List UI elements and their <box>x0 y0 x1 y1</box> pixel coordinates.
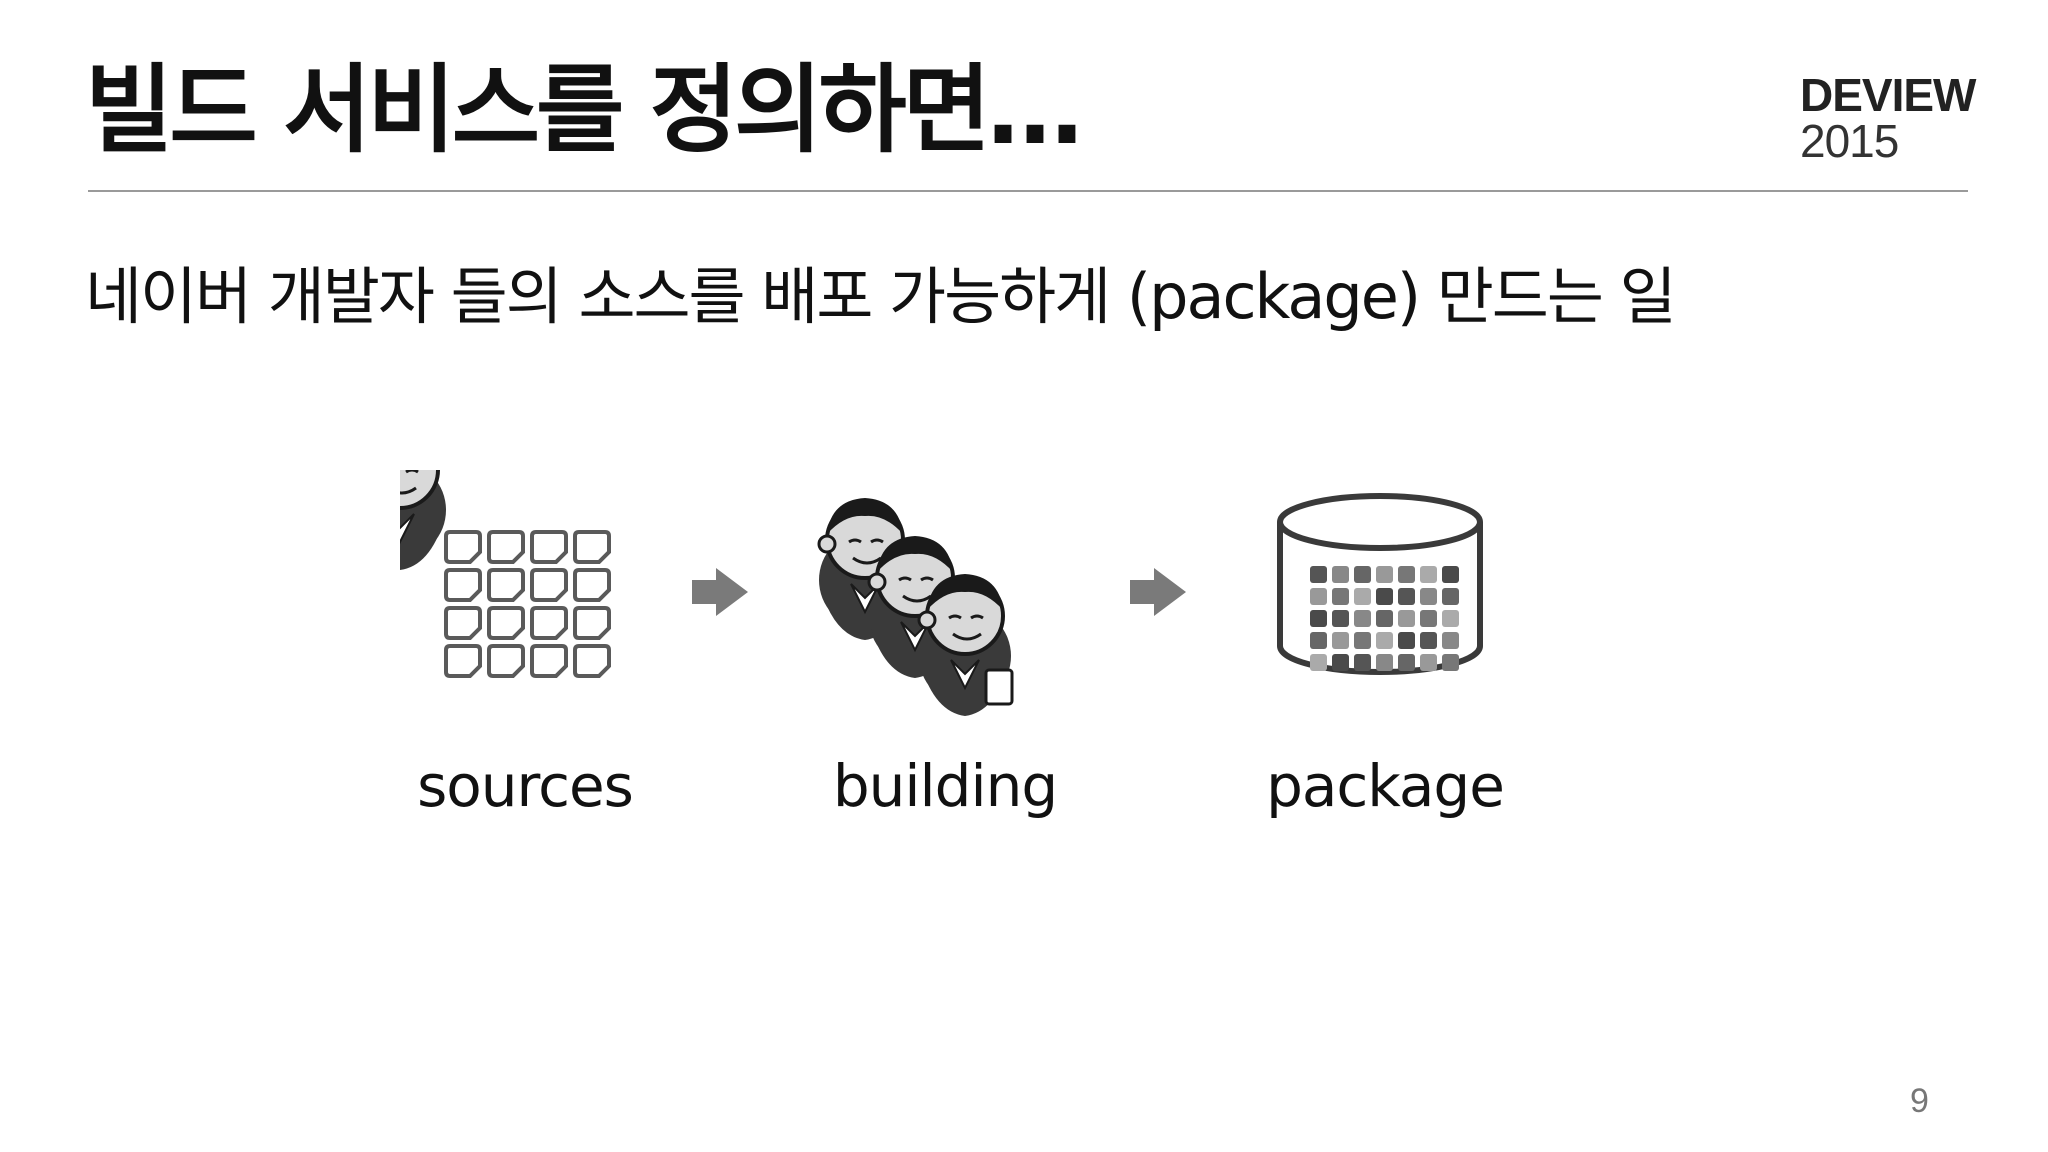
step-caption-sources: sources <box>417 752 634 820</box>
title-divider <box>88 190 1968 192</box>
jenkins-butler-icon <box>400 470 1014 718</box>
logo-word: DEVIEW <box>1800 69 1976 121</box>
slide-title: 빌드 서비스를 정의하면… <box>85 54 1083 166</box>
slide-subtitle: 네이버 개발자 들의 소스를 배포 가능하게 (package) 만드는 일 <box>85 260 1677 333</box>
deview-logo: DEVIEW 2015 <box>1800 69 1976 167</box>
page-number: 9 <box>1910 1082 1929 1120</box>
build-flow-diagram <box>400 470 1483 718</box>
arrow-right-icon <box>692 568 748 616</box>
logo-year: 2015 <box>1800 115 1899 167</box>
step-caption-package: package <box>1266 752 1505 820</box>
file-grid-icon <box>444 530 611 678</box>
step-caption-building: building <box>832 752 1058 820</box>
arrow-right-icon <box>1130 568 1186 616</box>
app-database-icon <box>1277 493 1483 675</box>
